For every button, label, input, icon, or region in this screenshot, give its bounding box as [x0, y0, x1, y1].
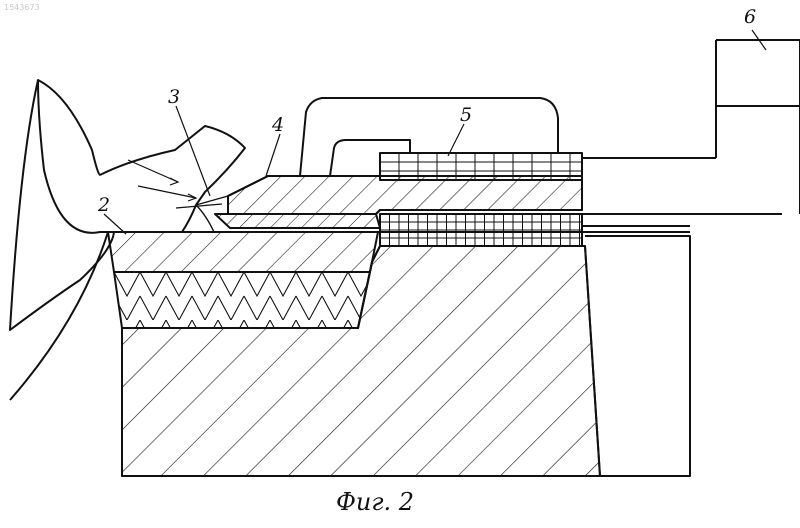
- upper-brick-row: [380, 153, 582, 180]
- figure-caption: Фиг. 2: [336, 490, 414, 514]
- unit-box: [716, 40, 800, 214]
- thin-strip: [215, 214, 380, 228]
- label-nozzle: 4: [272, 116, 284, 135]
- corner-stamp: 1543673: [4, 4, 40, 12]
- part-layer: [108, 232, 378, 272]
- label-unit: 6: [744, 8, 756, 27]
- label-grinding-wheel: 3: [168, 88, 180, 107]
- chevron-layer: [114, 272, 370, 328]
- nozzle-body: [228, 176, 582, 214]
- label-part: 2: [98, 196, 110, 215]
- label-heat-exchanger: 5: [460, 106, 472, 125]
- lower-brick-row: [380, 214, 582, 246]
